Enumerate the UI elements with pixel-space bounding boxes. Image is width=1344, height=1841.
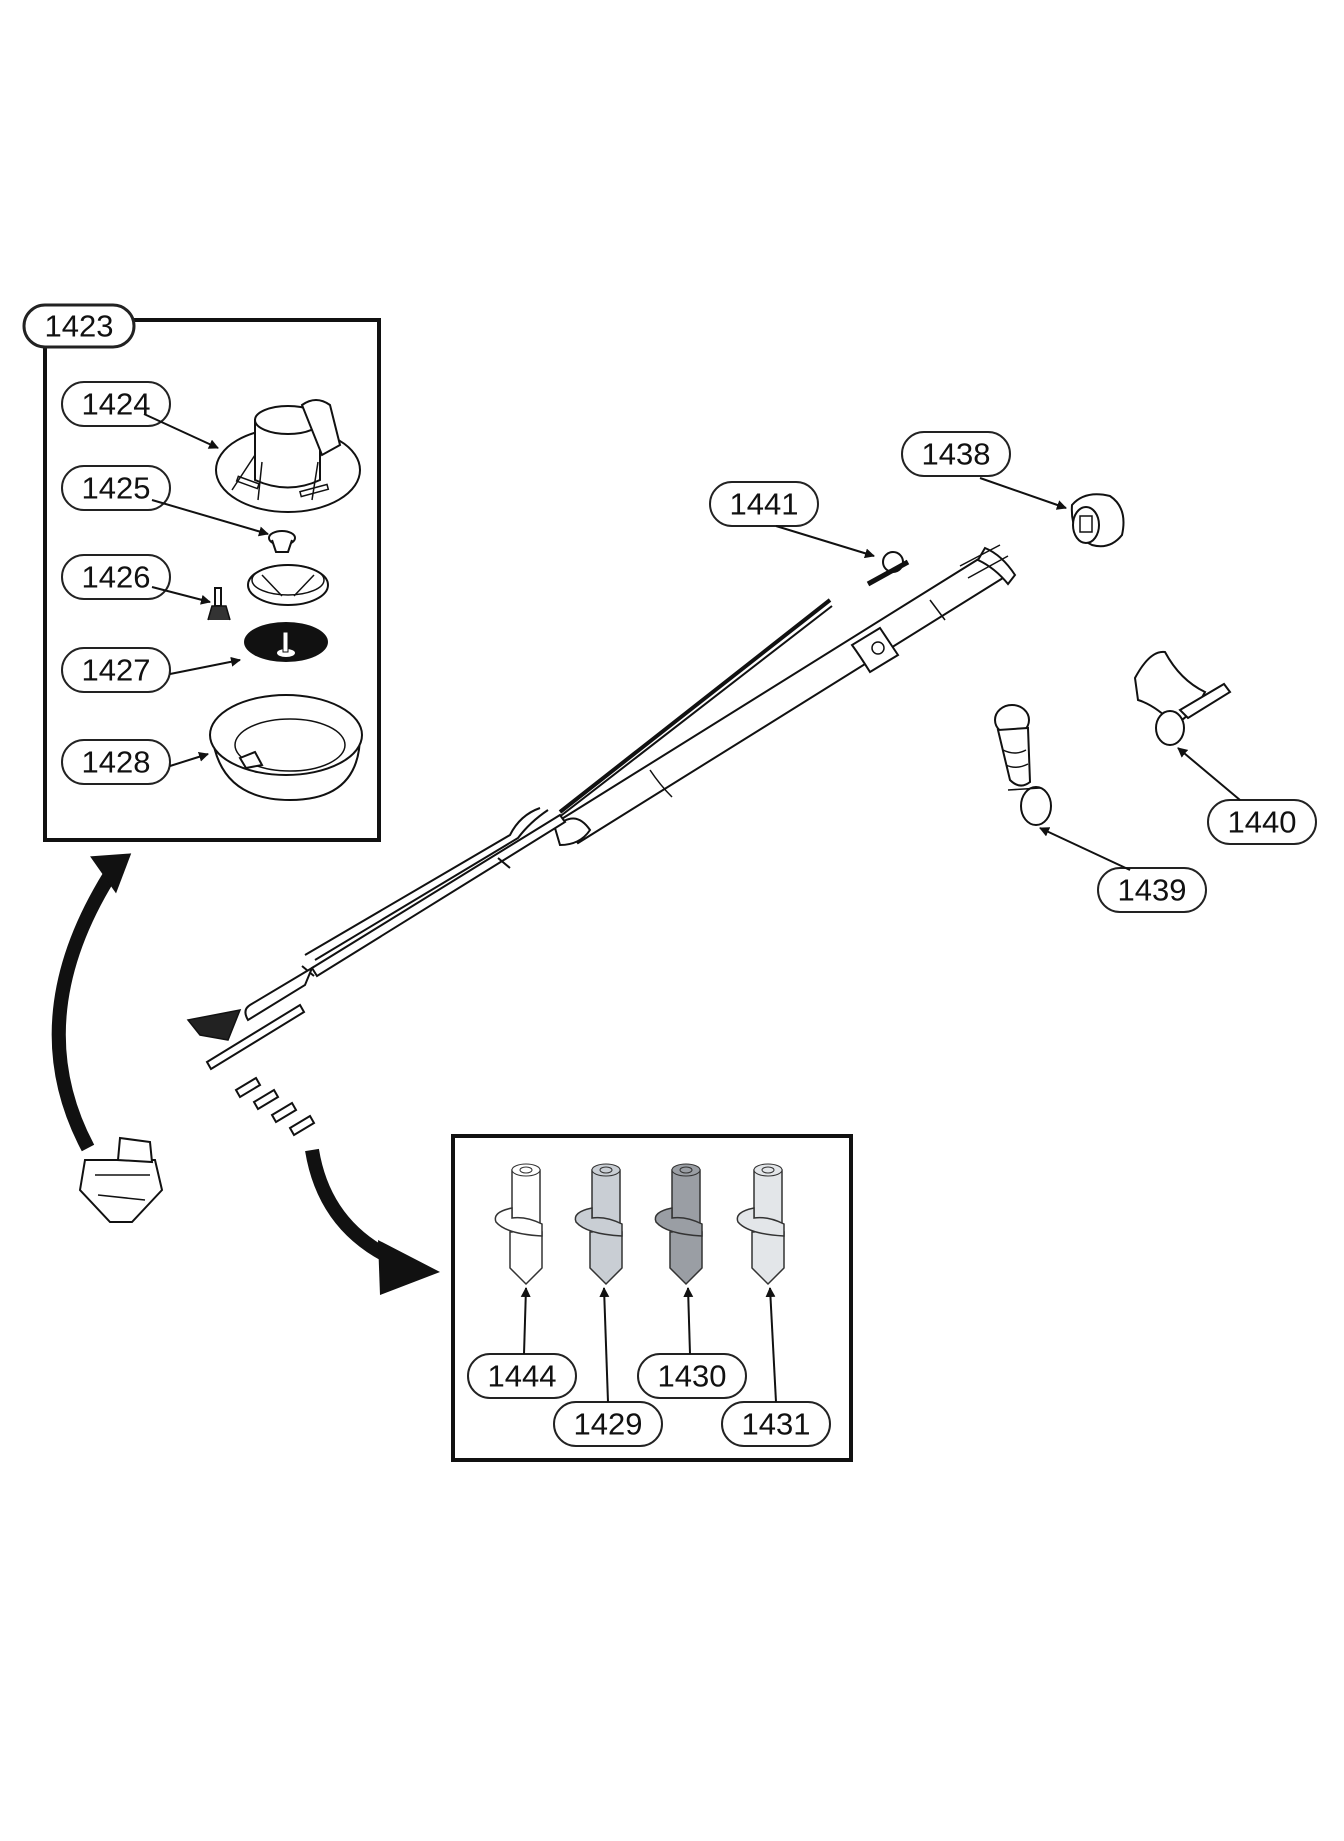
curved-arrow-to-nozzle-box [305, 1148, 440, 1295]
callout-label: 1440 [1228, 805, 1297, 840]
callout-label: 1429 [574, 1407, 643, 1442]
callout-1424: 1424 [61, 381, 219, 449]
part-base-ring [209, 694, 363, 802]
part-wand [186, 544, 1017, 1071]
callout-label: 1423 [45, 309, 114, 344]
callout-label: 1444 [488, 1359, 557, 1394]
callout-label: 1426 [82, 560, 151, 595]
callout-1441: 1441 [709, 481, 875, 559]
part-wheel-clip [1133, 650, 1232, 746]
callout-1438: 1438 [901, 431, 1067, 510]
part-retaining-ring [247, 564, 329, 606]
callout-1428: 1428 [61, 739, 209, 785]
part-end-cap [1070, 493, 1125, 548]
callout-label: 1424 [82, 387, 151, 422]
nozzle-1429 [574, 1163, 623, 1286]
callout-label: 1425 [82, 471, 151, 506]
part-wheel-handle [994, 704, 1052, 826]
head-assembly-frame [43, 318, 381, 842]
part-brush [207, 587, 231, 621]
part-clamp [866, 551, 910, 587]
part-disc [244, 622, 328, 662]
callout-1426: 1426 [61, 554, 211, 605]
callout-1425: 1425 [61, 465, 269, 537]
callout-1439: 1439 [1039, 827, 1207, 913]
callout-label: 1438 [922, 437, 991, 472]
callout-1440: 1440 [1177, 747, 1317, 845]
head-assembly-group: 1423 1424 1425 [22, 303, 381, 842]
callout-1429: 1429 [553, 1287, 663, 1447]
nozzle-1430 [654, 1163, 703, 1286]
callout-label: 1439 [1118, 873, 1187, 908]
curved-arrow-to-head-box [51, 853, 132, 1152]
callout-label: 1430 [658, 1359, 727, 1394]
callout-1427: 1427 [61, 647, 241, 693]
nozzle-group: 1444 1429 1430 1431 [451, 1134, 853, 1462]
nozzles [494, 1163, 785, 1286]
callout-label: 1428 [82, 745, 151, 780]
callout-label: 1441 [730, 487, 799, 522]
callout-1431: 1431 [721, 1287, 831, 1447]
nozzle-frame [451, 1134, 853, 1462]
callout-label: 1431 [742, 1407, 811, 1442]
part-valve [268, 530, 296, 553]
nozzle-1431 [736, 1163, 785, 1286]
callout-1430: 1430 [637, 1287, 747, 1399]
part-head-small [78, 1136, 164, 1223]
callout-1444: 1444 [467, 1287, 577, 1399]
nozzle-cluster [234, 1076, 316, 1137]
callout-1423: 1423 [22, 303, 136, 349]
part-top-housing [215, 399, 361, 513]
callout-label: 1427 [82, 653, 151, 688]
nozzle-1444 [494, 1163, 543, 1286]
